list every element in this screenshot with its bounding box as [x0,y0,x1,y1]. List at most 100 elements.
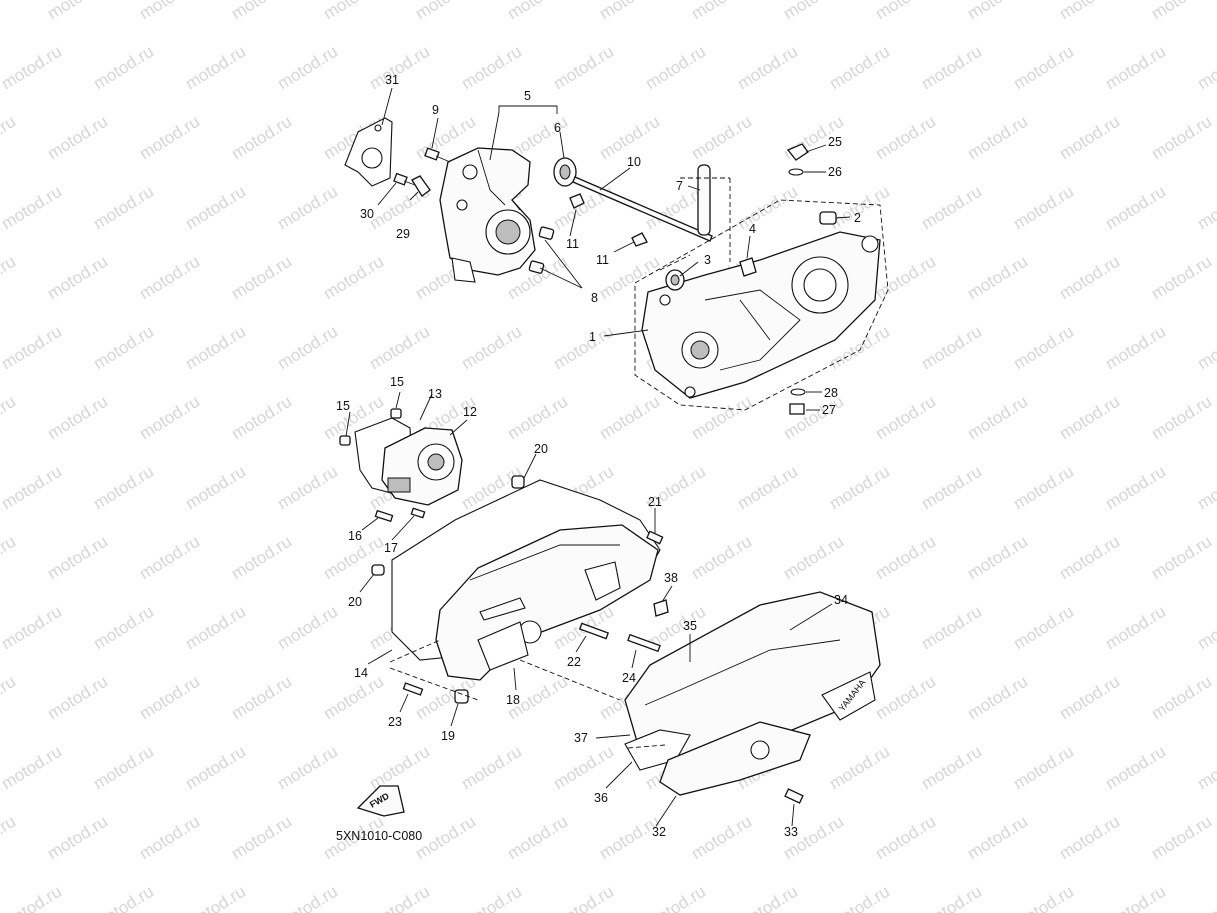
watermark-text: motod.ru [228,672,295,724]
watermark-text: motod.ru [274,42,341,94]
watermark-text: motod.ru [366,42,433,94]
callout-15-a: 15 [390,375,404,389]
watermark-text: motod.ru [44,0,111,23]
callout-13: 13 [428,387,442,401]
watermark-text: motod.ru [228,112,295,164]
watermark-text: motod.ru [826,882,893,913]
watermark-text: motod.ru [44,252,111,304]
dowel-15-b[interactable] [339,435,351,446]
watermark-text: motod.ru [596,392,663,444]
watermark-text: motod.ru [182,182,249,234]
watermark-text: motod.ru [550,42,617,94]
watermark-text: motod.ru [182,882,249,913]
bolt-22[interactable] [578,622,610,640]
bolt-24[interactable] [627,633,661,653]
watermark-text: motod.ru [1056,672,1123,724]
dowel-8-a[interactable] [538,226,555,240]
bolt-21[interactable] [646,530,664,545]
watermark-text: motod.ru [872,0,939,23]
callout-11-b: 11 [596,253,609,267]
bolt-33[interactable] [784,788,804,804]
watermark-text: motod.ru [1102,882,1169,913]
oil-seal-3[interactable] [665,269,685,291]
watermark-text: motod.ru [826,742,893,794]
dowel-8-b[interactable] [528,260,545,274]
clip-29[interactable] [411,175,431,197]
collar-2[interactable] [819,211,837,225]
bolt-38[interactable] [653,599,669,617]
watermark-text: motod.ru [1194,462,1217,514]
watermark-text: motod.ru [1194,742,1217,794]
bearing-6[interactable] [553,157,577,187]
plate-18[interactable] [477,621,529,671]
watermark-text: motod.ru [136,0,203,23]
watermark-text: motod.ru [182,742,249,794]
watermark-text: motod.ru [1010,882,1077,913]
watermark-text: motod.ru [90,42,157,94]
watermark-text: motod.ru [136,252,203,304]
watermark-text: motod.ru [0,812,19,864]
callout-10: 10 [627,155,641,169]
callout-26: 26 [828,165,842,179]
callout-29: 29 [396,227,410,241]
watermark-text: motod.ru [274,882,341,913]
watermark-text: motod.ru [1194,42,1217,94]
watermark-text: motod.ru [90,742,157,794]
bolt-17[interactable] [410,507,426,519]
case-12[interactable] [381,427,463,506]
watermark-text: motod.ru [1056,252,1123,304]
watermark-text: motod.ru [182,462,249,514]
watermark-text: motod.ru [1056,392,1123,444]
crankcase-left-half[interactable] [439,147,536,283]
dowel-15-a[interactable] [390,408,402,419]
watermark-text: motod.ru [0,112,19,164]
watermark-text: motod.ru [0,42,65,94]
watermark-text: motod.ru [458,322,525,374]
bolt-9[interactable] [424,147,451,163]
collar-19[interactable] [454,689,469,704]
nut-11-b[interactable] [631,232,648,247]
watermark-text: motod.ru [734,462,801,514]
o-ring-26[interactable] [788,168,804,176]
callout-8: 8 [591,291,598,305]
drain-bolt-27[interactable] [789,403,805,415]
watermark-text: motod.ru [136,812,203,864]
dowel-20-a[interactable] [511,475,525,489]
callout-25: 25 [828,135,842,149]
watermark-text: motod.ru [90,462,157,514]
watermark-text: motod.ru [688,0,755,23]
washer-28[interactable] [790,388,806,396]
watermark-text: motod.ru [1102,42,1169,94]
watermark-text: motod.ru [1148,112,1215,164]
fitting-4[interactable] [739,257,757,277]
bolt-23[interactable] [402,682,424,696]
watermark-text: motod.ru [90,602,157,654]
watermark-text: motod.ru [274,742,341,794]
gasket-31[interactable] [344,117,393,187]
watermark-text: motod.ru [826,462,893,514]
pipe-7[interactable] [697,164,711,236]
shaft-10[interactable] [572,176,713,242]
callout-11-a: 11 [566,237,579,251]
watermark-text: motod.ru [872,252,939,304]
nut-11-a[interactable] [569,193,585,209]
callout-35: 35 [683,619,697,633]
watermark-text: motod.ru [504,812,571,864]
callout-16: 16 [348,529,362,543]
watermark-text: motod.ru [0,672,19,724]
watermark-text: motod.ru [90,882,157,913]
watermark-text: motod.ru [182,322,249,374]
watermark-text: motod.ru [918,42,985,94]
watermark-text: motod.ru [90,322,157,374]
crankcase-right-half[interactable] [641,231,881,399]
oil-filler-plug-25[interactable] [786,143,809,161]
dowel-20-b[interactable] [371,564,385,576]
outer-cover-34[interactable]: YAMAHA [624,591,881,761]
callout-9: 9 [432,103,439,117]
cover-32[interactable] [659,721,811,796]
callout-3: 3 [704,253,711,267]
bolt-16[interactable] [374,509,394,523]
watermark-text: motod.ru [0,392,19,444]
watermark-text: motod.ru [1056,112,1123,164]
